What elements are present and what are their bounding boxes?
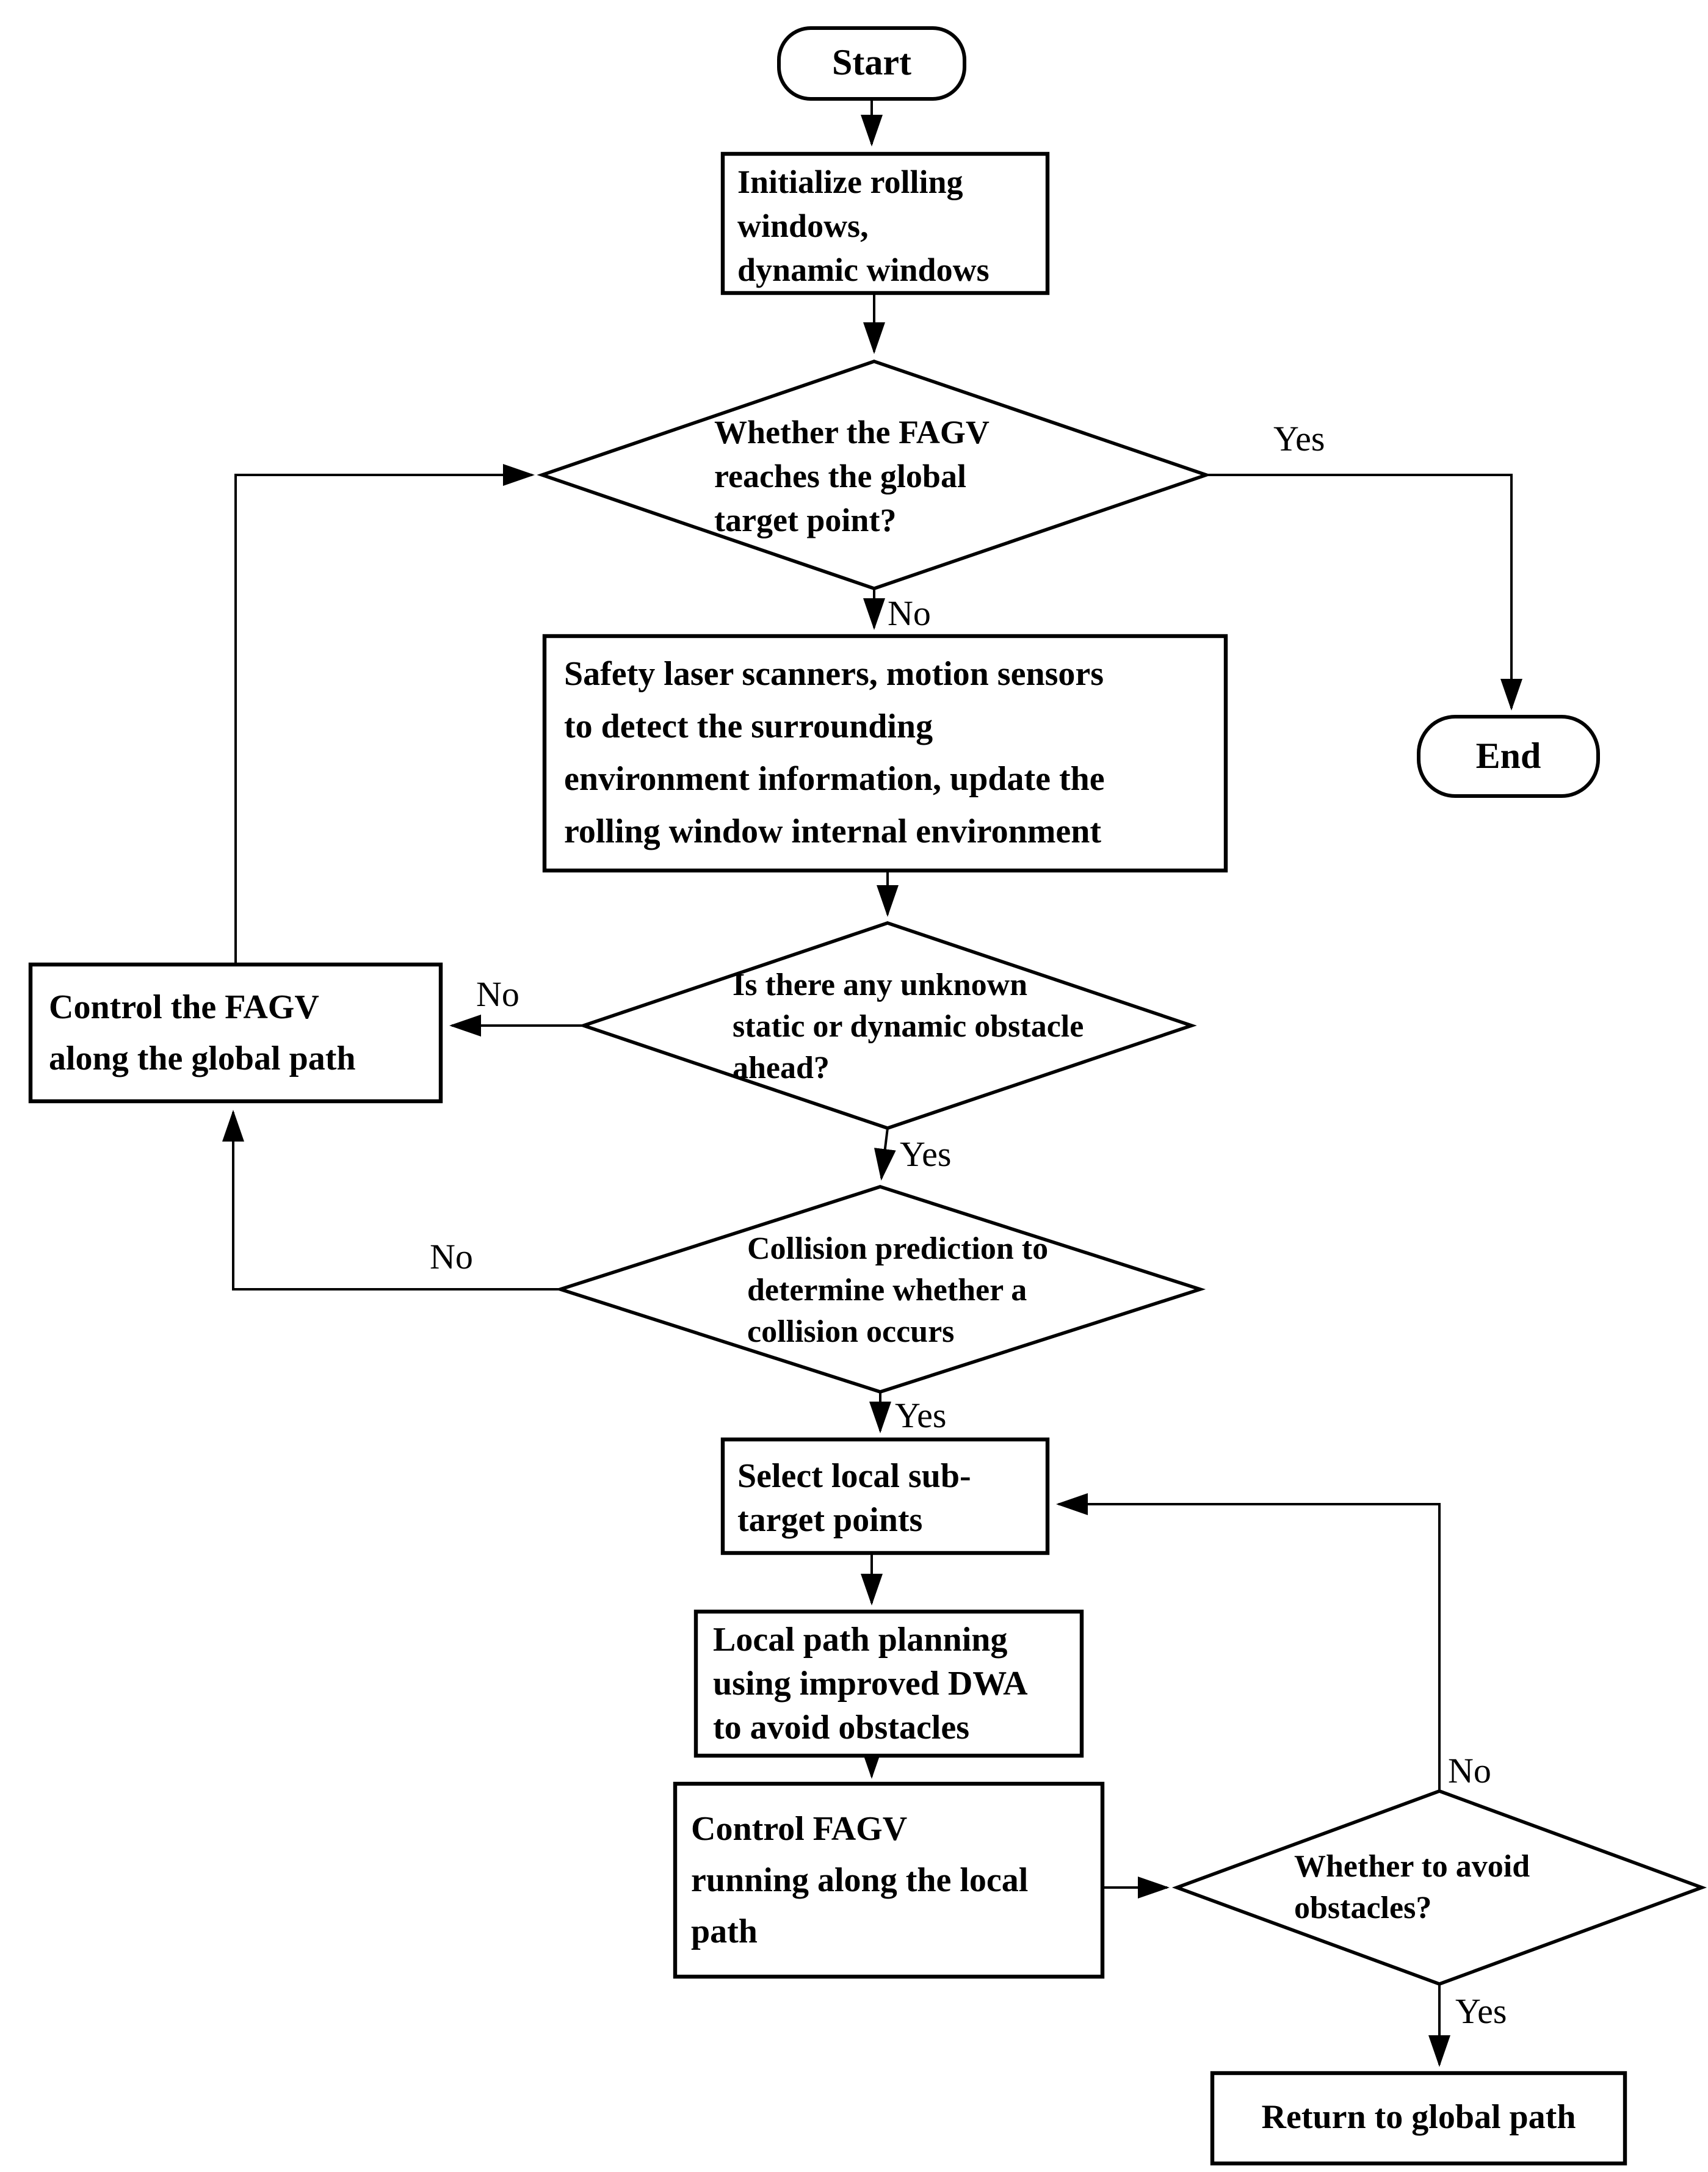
sense-node-text: Safety laser scanners, motion sensors to… [564,648,1105,858]
collision-decision-line: Collision prediction to [747,1231,1049,1266]
collision-decision-diamond-shape [554,1185,1206,1394]
sense-process-shape [542,634,1228,873]
initialize-process-shape [720,151,1050,295]
control-global-process-shape [28,962,443,1104]
edge-label-collision-yes: Yes [895,1397,947,1436]
edge-label-avoid-yes: Yes [1455,1993,1507,2032]
edge-reach-yes-to-end [1206,474,1522,711]
control-global-text: Control the FAGV along the global path [49,983,356,1085]
start-terminator-shape [777,26,966,101]
avoid-decision-diamond-shape [1171,1789,1707,1986]
control-global-line: Control the FAGV [49,989,319,1027]
start-node-label: Start [832,43,911,83]
edge-label-obstacle-yes: Yes [900,1135,952,1175]
initialize-node-text: Initialize rolling windows, dynamic wind… [737,160,990,292]
reach-decision-line: Whether the FAGV [714,414,990,451]
return-global-process-shape [1210,2071,1627,2166]
obstacle-decision-line: ahead? [733,1050,830,1085]
edge-avoid-no-to-select [1056,1493,1441,1791]
edge-label-collision-no: No [430,1238,473,1277]
reach-decision-line: reaches the global [714,458,966,494]
select-subtarget-line: Select local sub- [737,1458,971,1496]
edge-control-global-to-reach-decision [234,464,535,965]
control-local-line: Control FAGV [691,1811,908,1848]
return-global-label: Return to global path [1261,2099,1576,2137]
collision-decision-line: determine whether a [747,1272,1027,1308]
obstacle-decision-line: static or dynamic obstacle [733,1008,1084,1044]
control-local-process-shape [673,1781,1105,1979]
avoid-decision-line: obstacles? [1294,1890,1432,1925]
select-subtarget-text: Select local sub- target points [737,1455,971,1543]
control-local-line: running along the local [691,1862,1029,1900]
sense-node-line: to detect the surrounding [564,708,933,746]
edge-label-reach-yes: Yes [1273,420,1325,459]
edge-obstacle-yes-to-collision-decision [874,1128,896,1181]
select-subtarget-process-shape [720,1437,1050,1555]
edge-collision-no-to-control-global [222,1110,560,1291]
edge-label-avoid-no: No [1448,1752,1491,1791]
control-local-text: Control FAGV running along the local pat… [691,1805,1028,1958]
sense-node-line: environment information, update the [564,761,1105,798]
edge-label-obstacle-no: No [476,976,519,1015]
control-local-line: path [691,1913,758,1951]
initialize-node-line: windows, [737,208,869,244]
obstacle-decision-diamond-shape [578,921,1197,1130]
edge-label-reach-no: No [888,595,931,634]
avoid-decision-text: Whether to avoid obstacles? [1294,1846,1530,1929]
reach-decision-line: target point? [714,502,897,538]
initialize-node-line: dynamic windows [737,252,990,288]
local-planning-process-shape [693,1609,1084,1758]
local-planning-line: Local path planning [713,1621,1008,1659]
end-node-label: End [1475,736,1541,776]
avoid-decision-line: Whether to avoid [1294,1848,1530,1884]
local-planning-line: using improved DWA [713,1665,1028,1703]
select-subtarget-line: target points [737,1502,923,1540]
sense-node-line: Safety laser scanners, motion sensors [564,656,1104,693]
obstacle-decision-text: Is there any unknown static or dynamic o… [733,965,1084,1089]
control-global-line: along the global path [49,1040,356,1078]
obstacle-decision-line: Is there any unknown [733,967,1028,1002]
local-planning-text: Local path planning using improved DWA t… [713,1619,1028,1751]
local-planning-line: to avoid obstacles [713,1709,969,1747]
reach-decision-text: Whether the FAGV reaches the global targ… [714,410,990,542]
initialize-node-line: Initialize rolling [737,164,963,200]
end-terminator-shape [1417,715,1600,798]
sense-node-line: rolling window internal environment [564,813,1102,851]
collision-decision-text: Collision prediction to determine whethe… [747,1228,1048,1353]
reach-decision-diamond-shape [537,360,1212,590]
collision-decision-line: collision occurs [747,1314,955,1349]
